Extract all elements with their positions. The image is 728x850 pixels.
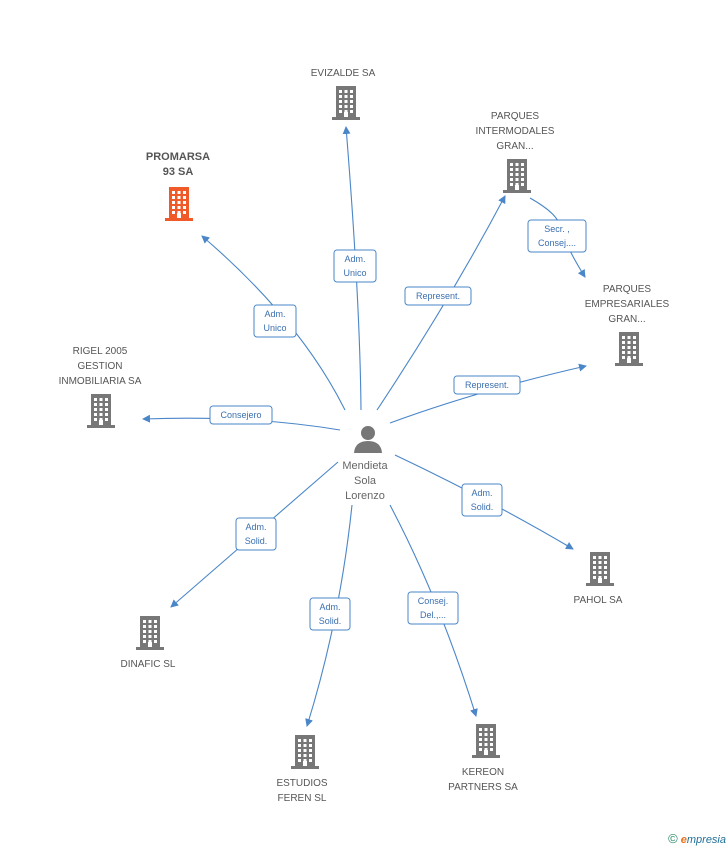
edge-label-text: Solid.	[471, 502, 494, 512]
company-label-rigel[interactable]: RIGEL 2005	[73, 346, 128, 357]
nodes-layer: EVIZALDE SA PARQUES INTERMODALES GRAN... PRO…	[59, 68, 670, 804]
edge-label-to-parques-intermodales[interactable]: Represent.	[404, 286, 472, 306]
edge-label-to-rigel[interactable]: Consejero	[209, 405, 273, 425]
building-icon-estudios-feren[interactable]	[291, 735, 319, 769]
edge-label-text: Adm.	[245, 522, 266, 532]
edge-label-to-pahol[interactable]: Adm. Solid.	[461, 483, 503, 517]
company-label-pahol[interactable]: PAHOL SA	[574, 595, 623, 606]
edge-label-to-evizalde[interactable]: Adm. Unico	[333, 249, 377, 283]
building-icon-dinafic[interactable]	[136, 616, 164, 650]
edge-label-to-promarsa[interactable]: Adm. Unico	[253, 304, 297, 338]
company-label-parques-empresariales[interactable]: GRAN...	[608, 314, 645, 325]
company-label-rigel[interactable]: GESTION	[77, 361, 122, 372]
company-label-parques-empresariales[interactable]: PARQUES	[603, 284, 651, 295]
building-icon-pahol[interactable]	[586, 552, 614, 586]
edge-label-to-dinafic[interactable]: Adm. Solid.	[235, 517, 277, 551]
building-icon-parques-empresariales[interactable]	[615, 332, 643, 366]
edge-label-box	[407, 591, 459, 625]
edge-label-text: Represent.	[465, 380, 509, 390]
edge-label-text: Adm.	[344, 254, 365, 264]
edge-label-box	[461, 483, 503, 517]
edge-label-to-parques-empresariales[interactable]: Represent.	[453, 375, 521, 395]
edge-label-box	[527, 219, 587, 253]
building-icon-kereon[interactable]	[472, 724, 500, 758]
company-label-kereon[interactable]: PARTNERS SA	[448, 782, 518, 793]
company-label-estudios-feren[interactable]: ESTUDIOS	[276, 778, 327, 789]
edge-label-text: Solid.	[245, 536, 268, 546]
brand-initial: e	[680, 834, 687, 846]
edge-label-text: Consejero	[220, 410, 261, 420]
edge-label-to-kereon[interactable]: Consej. Del.,...	[407, 591, 459, 625]
company-label-promarsa[interactable]: 93 SA	[163, 166, 194, 178]
edge-label-text: Adm.	[264, 309, 285, 319]
edges-layer	[142, 126, 587, 727]
edge-label-intermodales-to-empresariales[interactable]: Secr. , Consej....	[527, 219, 587, 253]
building-icon-rigel[interactable]	[87, 394, 115, 428]
copyright-symbol: ©	[668, 831, 678, 846]
building-icon-evizalde[interactable]	[332, 86, 360, 120]
footer-brand[interactable]: © empresia	[668, 831, 726, 846]
edge-label-text: Secr. ,	[544, 224, 570, 234]
edge-label-text: Represent.	[416, 291, 460, 301]
building-icon-parques-intermodales[interactable]	[503, 159, 531, 193]
edge-label-box	[209, 405, 273, 425]
company-label-kereon[interactable]: KEREON	[462, 767, 504, 778]
person-icon[interactable]	[354, 426, 382, 453]
edge-label-text: Adm.	[319, 602, 340, 612]
edge-label-box	[453, 375, 521, 395]
person-name-label[interactable]: Mendieta	[342, 460, 388, 472]
company-label-dinafic[interactable]: DINAFIC SL	[120, 659, 175, 670]
edge-label-text: Consej.	[418, 596, 449, 606]
company-label-parques-intermodales[interactable]: INTERMODALES	[476, 126, 555, 137]
edge-label-box	[333, 249, 377, 283]
company-label-parques-intermodales[interactable]: PARQUES	[491, 111, 539, 122]
edge-label-text: Unico	[263, 323, 286, 333]
edge-label-text: Solid.	[319, 616, 342, 626]
person-name-label[interactable]: Lorenzo	[345, 490, 385, 502]
company-label-rigel[interactable]: INMOBILIARIA SA	[59, 376, 142, 387]
building-icon-promarsa[interactable]	[165, 187, 193, 221]
edge-label-box	[404, 286, 472, 306]
edge-label-box	[235, 517, 277, 551]
edge-label-to-estudios-feren[interactable]: Adm. Solid.	[309, 597, 351, 631]
company-label-parques-empresariales[interactable]: EMPRESARIALES	[585, 299, 670, 310]
company-label-promarsa[interactable]: PROMARSA	[146, 151, 210, 163]
company-label-evizalde[interactable]: EVIZALDE SA	[311, 68, 376, 79]
brand-name: mpresia	[686, 834, 726, 846]
edge-label-text: Adm.	[471, 488, 492, 498]
edge-label-text: Unico	[343, 268, 366, 278]
edge-label-box	[253, 304, 297, 338]
edge-label-text: Consej....	[538, 238, 576, 248]
edge-to-evizalde	[342, 126, 362, 411]
edge-label-text: Del.,...	[420, 610, 446, 620]
company-label-parques-intermodales[interactable]: GRAN...	[496, 141, 533, 152]
person-name-label[interactable]: Sola	[354, 475, 377, 487]
company-label-estudios-feren[interactable]: FEREN SL	[278, 793, 327, 804]
edge-label-box	[309, 597, 351, 631]
